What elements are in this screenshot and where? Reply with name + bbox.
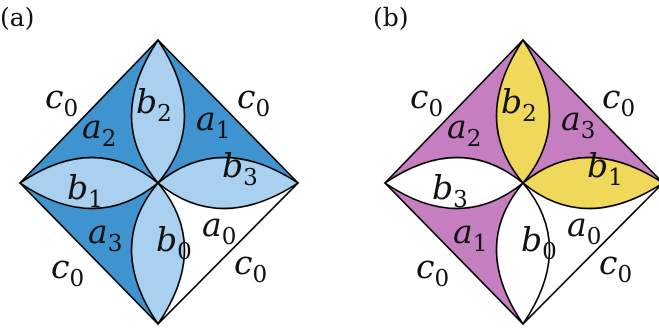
label-b2: b2 xyxy=(136,82,172,127)
label-c0-bottom-left: c0 xyxy=(51,247,84,292)
label-c0-bottom-right: c0 xyxy=(599,243,632,288)
diamond-outline xyxy=(383,38,659,326)
panel-label-b: (b) xyxy=(373,3,409,32)
label-c0-top-right: c0 xyxy=(602,77,635,122)
label-b3: b3 xyxy=(432,168,468,213)
label-a3: a3 xyxy=(561,99,595,144)
label-c0-top-left: c0 xyxy=(410,77,443,122)
petal-right xyxy=(523,157,659,209)
petal-bottom-outline xyxy=(130,181,186,326)
label-c0-top-left: c0 xyxy=(45,77,78,122)
label-a1: a1 xyxy=(453,212,487,257)
petal-top xyxy=(131,40,185,183)
diamond-outline xyxy=(18,38,300,326)
petal-left xyxy=(385,157,523,209)
label-b0: b0 xyxy=(156,220,192,265)
label-a3: a3 xyxy=(88,212,122,257)
petal-bottom-outline xyxy=(495,181,551,326)
label-b3: b3 xyxy=(222,146,258,191)
label-b2: b2 xyxy=(501,82,537,127)
label-a0: a0 xyxy=(567,205,601,250)
label-b0: b0 xyxy=(521,220,557,265)
petal-bottom xyxy=(496,183,550,324)
petal-top xyxy=(496,40,550,183)
label-a1: a1 xyxy=(196,99,230,144)
label-c0-top-right: c0 xyxy=(237,77,270,122)
label-b1: b1 xyxy=(587,146,623,191)
petal-right xyxy=(158,157,298,209)
petal-left xyxy=(20,157,158,209)
label-b1: b1 xyxy=(67,168,103,213)
label-a0: a0 xyxy=(202,205,236,250)
panel-label-a: (a) xyxy=(0,3,34,32)
label-c0-bottom-left: c0 xyxy=(416,247,449,292)
label-a2: a2 xyxy=(82,107,116,152)
label-c0-bottom-right: c0 xyxy=(234,243,267,288)
panel-a: (a) c0 c0 c0 c0 b2 a2 a1 b3 b1 a3 b0 a0 xyxy=(0,3,300,326)
petal-bottom xyxy=(131,183,185,324)
panel-b: (b) c0 c0 c0 c0 b2 a2 a3 b1 b3 a1 b0 a0 xyxy=(373,3,659,326)
label-a2: a2 xyxy=(447,107,481,152)
